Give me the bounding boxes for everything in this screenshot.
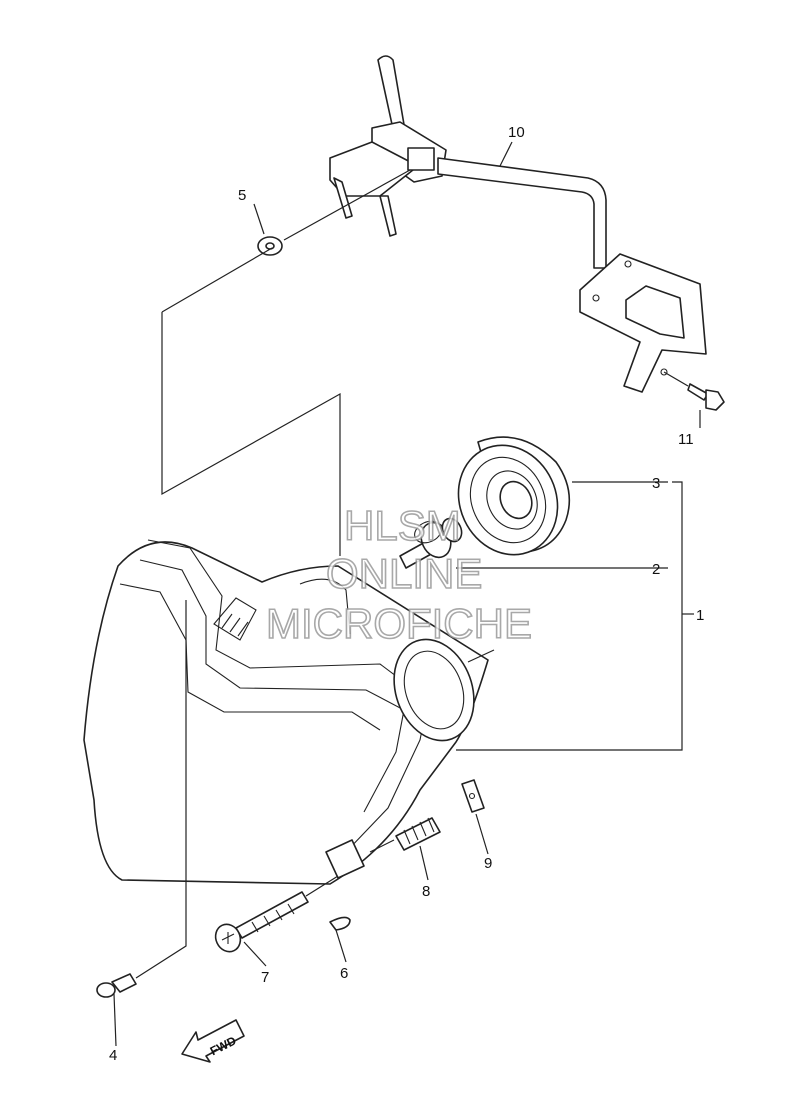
adjusting-screw-part (214, 875, 339, 953)
part-label-8: 8 (422, 883, 430, 900)
watermark-line-3: MICROFICHE (266, 600, 532, 647)
part-label-10: 10 (508, 124, 525, 141)
collar-part (257, 169, 411, 256)
part-label-2: 2 (652, 561, 660, 578)
leader-lines (113, 141, 701, 1047)
part-label-6: 6 (340, 965, 348, 982)
headlight-stay-bracket (329, 55, 707, 393)
small-screw-part (96, 600, 187, 998)
part-number-labels: 1 2 3 4 5 6 7 8 9 10 11 (109, 124, 704, 1064)
watermark-line-1: HLSM (344, 502, 461, 549)
part-label-5: 5 (238, 187, 246, 204)
flange-bolt-part (663, 371, 725, 411)
part-label-3: 3 (652, 475, 660, 492)
watermark: HLSM ONLINE MICROFICHE (265, 501, 533, 648)
part-label-9: 9 (484, 855, 492, 872)
part-label-1: 1 (696, 607, 704, 624)
bulb-socket-part (457, 436, 571, 556)
headlight-bulb-part (399, 517, 463, 569)
part-label-4: 4 (109, 1047, 117, 1064)
cotter-pin-part (329, 916, 351, 931)
part-label-11: 11 (678, 431, 694, 448)
nut-clip-part (461, 779, 485, 813)
headlight-housing (83, 539, 489, 885)
part-label-7: 7 (261, 969, 269, 986)
spring-part (369, 817, 441, 853)
fwd-direction-arrow: FWD (181, 1019, 245, 1063)
watermark-line-2: ONLINE (326, 550, 482, 597)
mounting-panel-outline (161, 247, 341, 556)
